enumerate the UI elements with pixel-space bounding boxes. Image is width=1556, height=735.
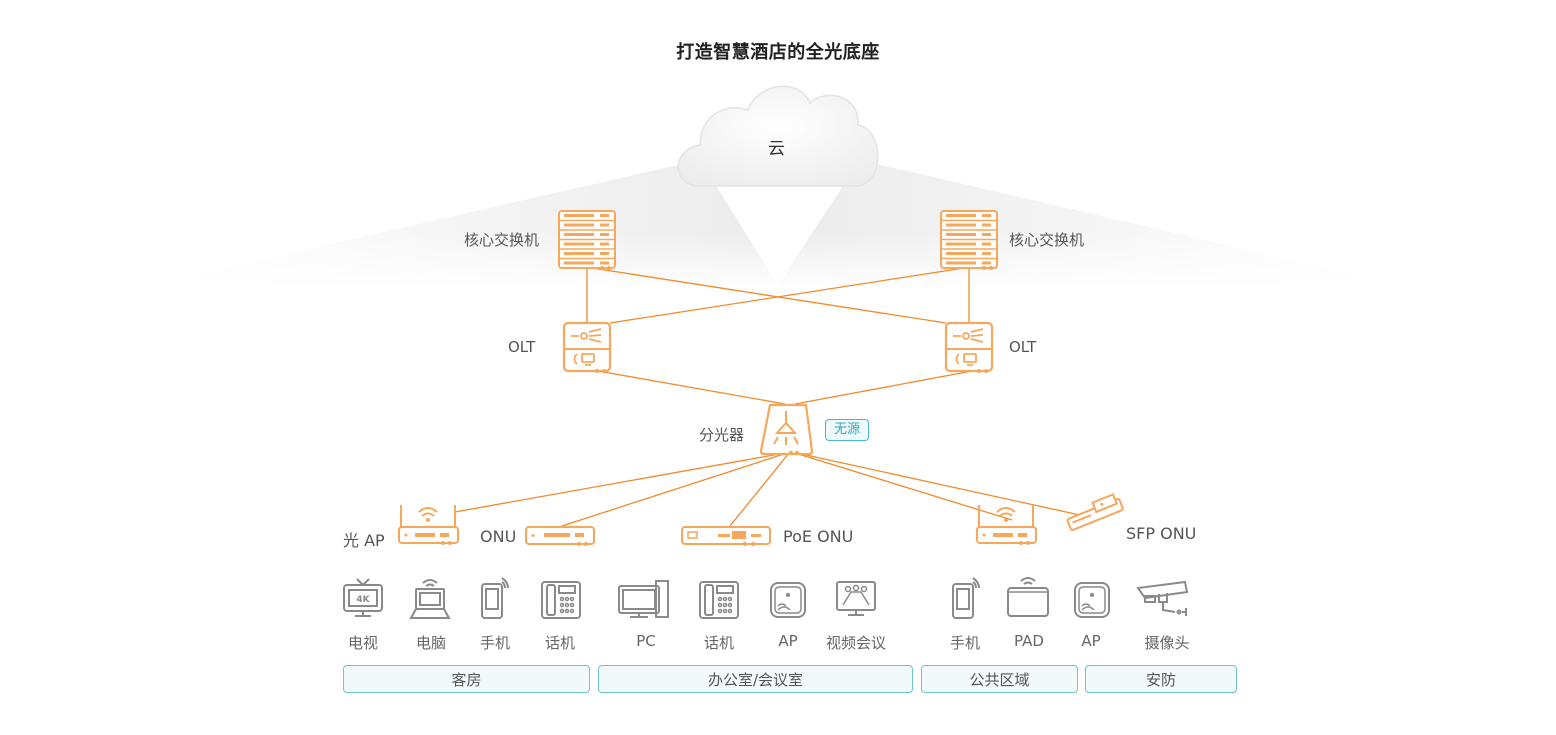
onu-icon: [525, 526, 595, 546]
terminal-label: 话机: [703, 634, 734, 652]
olt-left-icon: [562, 321, 612, 373]
terminal-label: 手机: [949, 634, 980, 652]
link-olt-left-splitter: [597, 370, 786, 405]
core-switch-right-label: 核心交换机: [1009, 231, 1085, 249]
cloud-label: 云: [768, 139, 785, 159]
zone-public-area: 公共区域: [921, 665, 1078, 693]
link-olt-right-splitter: [794, 370, 973, 405]
olt-right-icon: [944, 321, 994, 373]
splitter-label: 分光器: [699, 426, 745, 444]
terminal-label: PC: [636, 632, 656, 650]
terminal-label: 摄像头: [1144, 634, 1190, 652]
poe-onu-icon: [681, 526, 771, 546]
camera-icon: [1136, 580, 1189, 616]
olt-right-label: OLT: [1009, 338, 1037, 356]
links: [454, 267, 1099, 527]
optical-ap-icon: [398, 505, 459, 545]
link-splitter-optical-ap: [454, 452, 786, 513]
page-title: 打造智慧酒店的全光底座: [676, 42, 880, 63]
sfp-onu-icon: [1066, 493, 1124, 531]
terminal-label: 视频会议: [825, 634, 886, 652]
phone-icon: [481, 577, 509, 619]
link-core-right-olt-left: [609, 267, 965, 324]
onu-label: ONU: [480, 527, 517, 546]
link-core-left-olt-right: [591, 267, 947, 324]
zone-guest-room: 客房: [343, 665, 590, 693]
terminal-label: AP: [778, 632, 798, 650]
core-switch-right-icon: [940, 210, 998, 270]
terminal-label: AP: [1081, 632, 1101, 650]
cloud-icon: [677, 85, 879, 187]
terminal-label: PAD: [1014, 632, 1044, 650]
link-splitter-onu: [561, 452, 788, 527]
svg-text:4K: 4K: [356, 595, 370, 605]
core-switch-left-label: 核心交换机: [464, 231, 540, 249]
link-splitter-sfp-onu: [796, 452, 1099, 520]
optical-ap-label: 光 AP: [343, 531, 385, 550]
video-conference-icon: [836, 581, 876, 616]
phone-icon: [952, 577, 980, 619]
optical-ap-right-icon: [976, 505, 1037, 545]
poe-onu-label: PoE ONU: [783, 527, 854, 546]
terminal-label: 手机: [479, 634, 510, 652]
terminal-label: 话机: [544, 634, 575, 652]
olt-left-label: OLT: [508, 338, 536, 356]
sfp-onu-label: SFP ONU: [1126, 524, 1197, 543]
terminal-label: 电脑: [415, 634, 446, 652]
link-splitter-optical-ap-2: [794, 452, 1013, 521]
ap-icon: [770, 582, 806, 618]
zone-office-meeting: 办公室/会议室: [598, 665, 913, 693]
passive-badge: 无源: [825, 419, 869, 441]
laptop-icon: [409, 579, 451, 619]
link-splitter-poe-onu: [729, 452, 790, 527]
splitter-icon: [759, 403, 814, 456]
ap-icon: [1074, 582, 1110, 618]
desk-phone-icon: [699, 581, 739, 619]
core-switch-left-icon: [558, 210, 616, 270]
zone-security: 安防: [1085, 665, 1237, 693]
pc-icon: [618, 580, 669, 618]
terminal-label: 电视: [347, 634, 378, 652]
desk-phone-icon: [541, 581, 581, 619]
tablet-icon: [1007, 577, 1049, 617]
tv-4k-icon: 4K: [343, 578, 383, 617]
